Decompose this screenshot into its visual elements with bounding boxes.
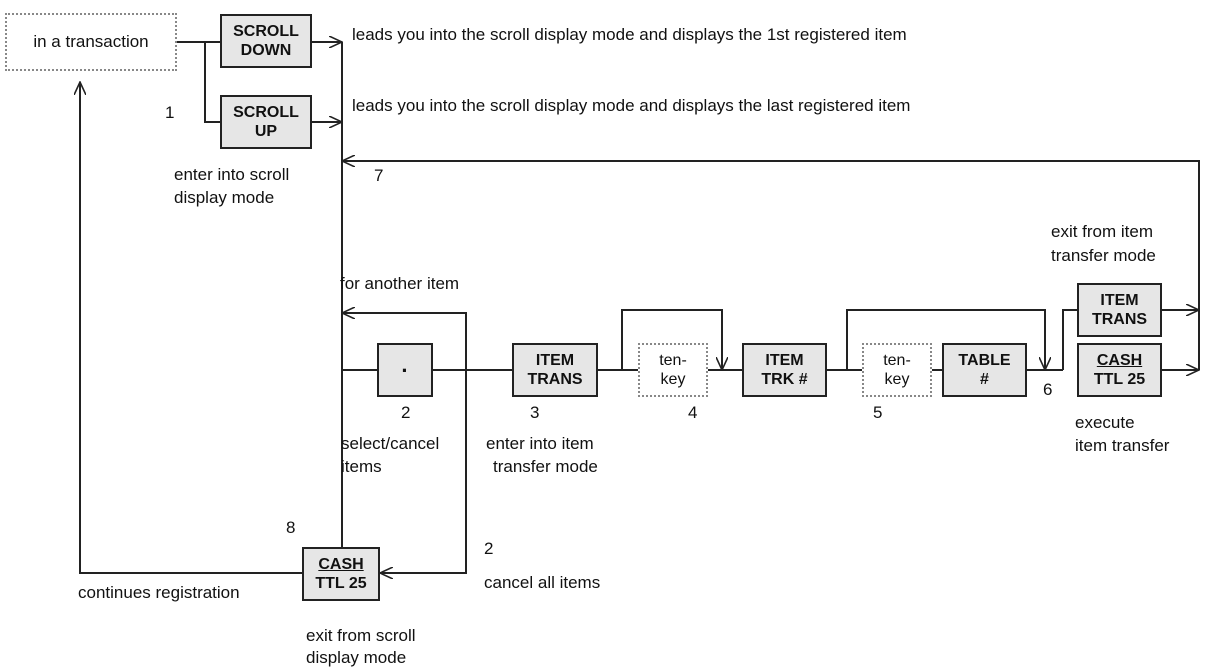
- cash-ttl-bottom-key-line2: TTL 25: [315, 575, 367, 592]
- step-2-cancel: 2: [484, 539, 494, 558]
- item-trans-key-line2: TRANS: [527, 371, 583, 388]
- dot-key-label: ·: [401, 357, 409, 383]
- cancel-all-label: cancel all items: [484, 573, 601, 592]
- step-7: 7: [374, 166, 384, 185]
- step-6: 6: [1043, 380, 1053, 399]
- exit-scroll-label-2: display mode: [306, 648, 407, 667]
- dot-key[interactable]: ·: [377, 343, 433, 397]
- step-3: 3: [530, 403, 540, 422]
- cash-ttl-right-key-line1: CASH: [1096, 352, 1143, 369]
- step-2-select: 2: [401, 403, 411, 422]
- scroll-up-key-line1: SCROLL: [233, 104, 299, 121]
- item-trk-key-line1: ITEM: [765, 352, 804, 369]
- step-5: 5: [873, 403, 883, 422]
- enter-scroll-label-1: enter into scroll: [174, 165, 290, 184]
- table-key-line1: TABLE: [958, 352, 1011, 369]
- scroll-up-key-line2: UP: [254, 123, 278, 140]
- item-trans-key[interactable]: ITEM TRANS: [512, 343, 598, 397]
- in-a-transaction-label: in a transaction: [33, 32, 149, 51]
- another-item-label: for another item: [340, 274, 460, 293]
- in-a-transaction-box: in a transaction: [5, 13, 177, 71]
- enter-item-label-2: transfer mode: [493, 457, 598, 476]
- execute-label-2: item transfer: [1075, 436, 1170, 455]
- scroll-down-key-line2: DOWN: [240, 42, 292, 59]
- tenkey-1-line2: key: [660, 371, 686, 388]
- item-trk-key[interactable]: ITEM TRK #: [742, 343, 827, 397]
- tenkey-2-line2: key: [884, 371, 910, 388]
- table-key-line2: #: [980, 371, 989, 388]
- scroll-down-description: leads you into the scroll display mode a…: [352, 25, 907, 44]
- cash-ttl-right-key[interactable]: CASH TTL 25: [1077, 343, 1162, 397]
- item-trans-exit-key[interactable]: ITEM TRANS: [1077, 283, 1162, 337]
- tenkey-1-line1: ten-: [659, 352, 687, 369]
- exit-item-label-2: transfer mode: [1051, 246, 1156, 265]
- step-1: 1: [165, 103, 175, 122]
- select-cancel-label-2: items: [341, 457, 382, 476]
- start-to-scroll-up-line: [204, 42, 220, 123]
- scroll-down-key-line1: SCROLL: [233, 23, 299, 40]
- step-8: 8: [286, 518, 296, 537]
- cash-ttl-bottom-key-line1: CASH: [318, 556, 364, 573]
- scroll-up-key[interactable]: SCROLL UP: [220, 95, 312, 149]
- tenkey-1[interactable]: ten- key: [638, 343, 708, 397]
- tenkey1-bypass-line: [621, 309, 722, 370]
- continues-registration-line: [80, 82, 302, 574]
- tenkey-2[interactable]: ten- key: [862, 343, 932, 397]
- step-4: 4: [688, 403, 698, 422]
- scroll-up-description: leads you into the scroll display mode a…: [352, 96, 911, 115]
- to-item-trans2-line: [1062, 309, 1077, 370]
- cash-ttl-right-key-line2: TTL 25: [1093, 371, 1146, 388]
- tenkey-2-line1: ten-: [883, 352, 911, 369]
- table-key[interactable]: TABLE #: [942, 343, 1027, 397]
- cash-ttl-bottom-key[interactable]: CASH TTL 25: [302, 547, 380, 601]
- execute-label-1: execute: [1075, 413, 1135, 432]
- item-trans-exit-key-line1: ITEM: [1100, 292, 1139, 309]
- continues-registration-label: continues registration: [78, 583, 240, 602]
- exit-item-label-1: exit from item: [1051, 222, 1154, 241]
- exit-scroll-label-1: exit from scroll: [306, 626, 416, 645]
- tenkey2-bypass-line: [846, 309, 1045, 370]
- item-trans-key-line1: ITEM: [535, 352, 575, 369]
- scroll-down-key[interactable]: SCROLL DOWN: [220, 14, 312, 68]
- item-trk-key-line2: TRK #: [761, 371, 808, 388]
- enter-item-label-1: enter into item: [486, 434, 594, 453]
- enter-scroll-label-2: display mode: [174, 188, 275, 207]
- return-7-line: [342, 161, 1200, 370]
- item-trans-exit-key-line2: TRANS: [1091, 311, 1148, 328]
- another-item-loop-line: [342, 313, 467, 370]
- cancel-all-line: [380, 370, 467, 573]
- select-cancel-label-1: select/cancel: [341, 434, 440, 453]
